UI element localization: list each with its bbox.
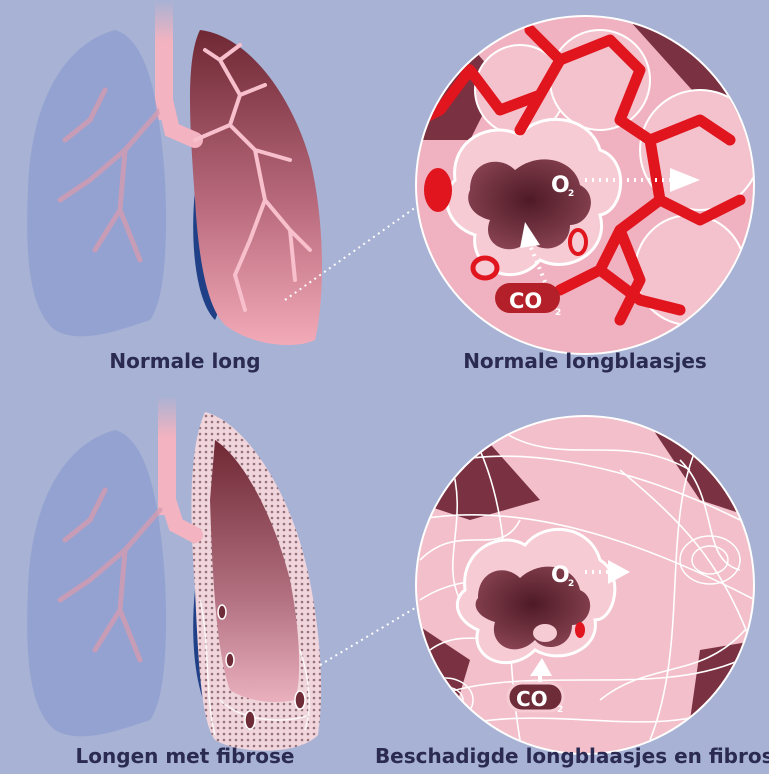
caption-normal-lung: Normale long (109, 349, 260, 373)
normal-alveoli-detail: O 2 CO 2 (410, 10, 760, 360)
fibrosis-lung-figure (27, 395, 445, 751)
o2-subscript: 2 (568, 189, 574, 199)
co2-subscript: 2 (555, 308, 561, 318)
normal-lung-figure (27, 0, 440, 345)
co2-label-damaged: CO (516, 687, 548, 711)
back-left-lung-fibrosis (27, 430, 166, 736)
damaged-alveoli-detail: O 2 CO 2 (410, 410, 760, 760)
o2-label: O (551, 173, 570, 198)
caption-damaged-alveoli: Beschadigde longblaasjes en fibrose (375, 744, 769, 768)
o2-subscript-damaged: 2 (568, 579, 574, 589)
co2-label: CO (509, 289, 542, 313)
o2-label-damaged: O (551, 563, 570, 588)
caption-fibrosis-lungs: Longen met fibrose (76, 744, 295, 768)
back-left-lung (27, 30, 166, 336)
co2-subscript-damaged: 2 (557, 705, 563, 715)
caption-normal-alveoli: Normale longblaasjes (463, 349, 707, 373)
bronchus-fibrosis (168, 500, 195, 535)
